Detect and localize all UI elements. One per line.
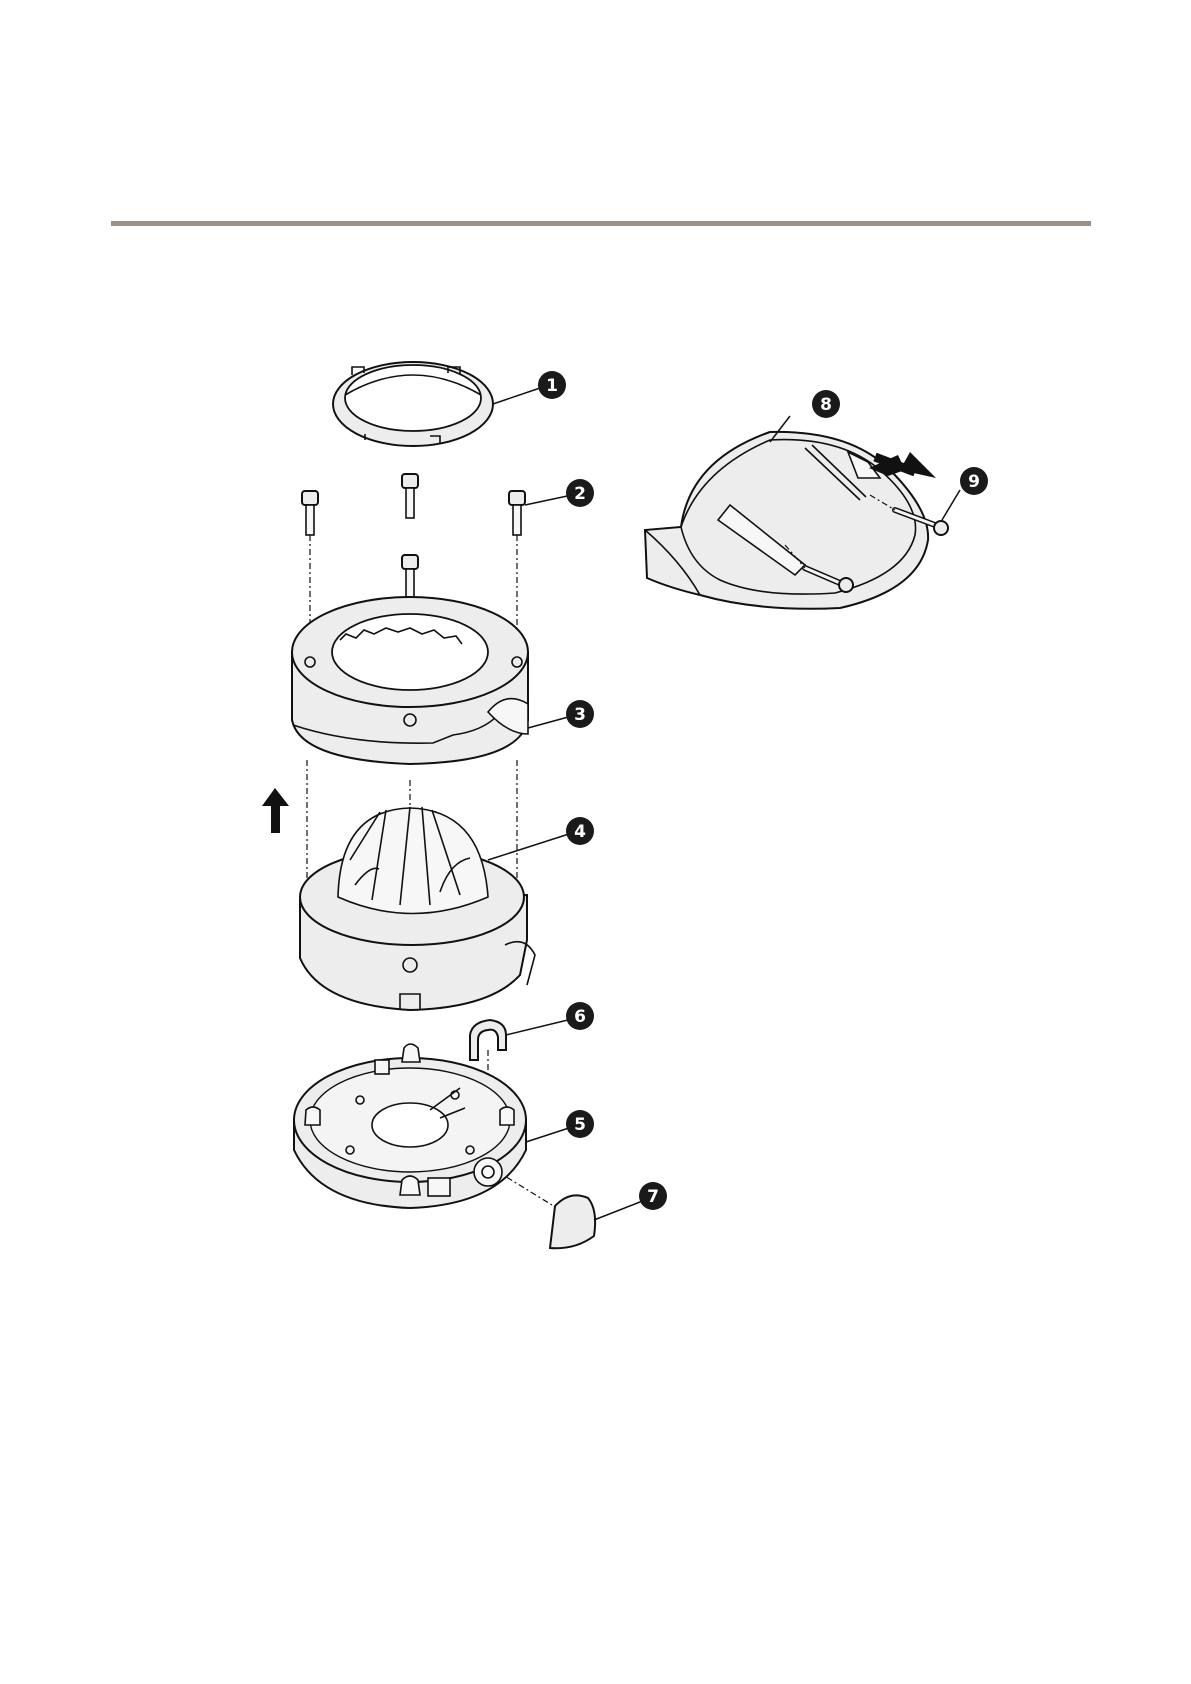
- callout-4: 4: [566, 817, 594, 845]
- dome-cover-housing: [292, 597, 528, 764]
- clear-dome-and-camera-body: [300, 807, 535, 1010]
- callout-9-label: 9: [968, 472, 980, 492]
- callout-3-label: 3: [574, 705, 586, 725]
- cable-cap: [550, 1195, 595, 1248]
- callout-2: 2: [566, 479, 594, 507]
- callout-6: 6: [566, 1002, 594, 1030]
- callout-7: 7: [639, 1182, 667, 1210]
- callout-8: 8: [812, 390, 840, 418]
- callout-8-label: 8: [820, 395, 832, 415]
- top-ring: [333, 362, 493, 446]
- screw-right: [509, 491, 525, 535]
- mounting-base-plate: [294, 1044, 526, 1208]
- callout-3: 3: [566, 700, 594, 728]
- callout-7-label: 7: [647, 1187, 659, 1207]
- callout-4-label: 4: [574, 822, 586, 842]
- callout-9: 9: [960, 467, 988, 495]
- callout-5-label: 5: [574, 1115, 586, 1135]
- callout-6-label: 6: [574, 1007, 586, 1027]
- screw-center-front: [402, 555, 418, 599]
- callout-5: 5: [566, 1110, 594, 1138]
- screw-center-back: [402, 474, 418, 518]
- callout-1-label: 1: [546, 376, 558, 396]
- callout-2-label: 2: [574, 484, 586, 504]
- callout-1: 1: [538, 371, 566, 399]
- arrow-up-icon: [262, 788, 289, 833]
- screw-left: [302, 491, 318, 535]
